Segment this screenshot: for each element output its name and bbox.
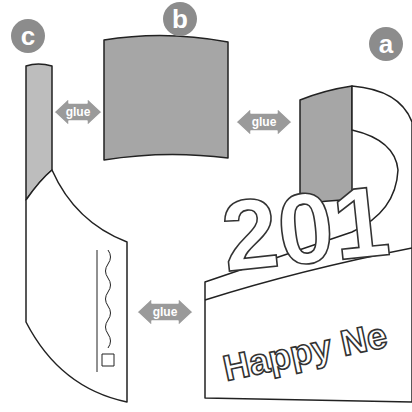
strip-c-front <box>26 170 127 402</box>
wavy-line <box>106 250 111 348</box>
glue-label: glue <box>58 104 98 120</box>
glue-arrow <box>236 108 292 136</box>
strip-b <box>104 35 228 160</box>
small-logo <box>102 354 114 366</box>
callout-letter: c <box>11 19 45 53</box>
callout-letter: a <box>369 27 403 61</box>
year-number: 201 <box>217 170 393 287</box>
strip-a-front <box>205 86 412 402</box>
glue-arrow <box>54 98 102 126</box>
glue-label: glue <box>145 304 185 320</box>
glue-arrow <box>137 298 193 326</box>
callout-circle <box>11 19 45 53</box>
callout-circle <box>163 2 197 36</box>
fold-line <box>97 250 98 372</box>
callout-circle <box>369 27 403 61</box>
glue-label: glue <box>244 114 284 130</box>
callout-letter: b <box>163 2 197 36</box>
